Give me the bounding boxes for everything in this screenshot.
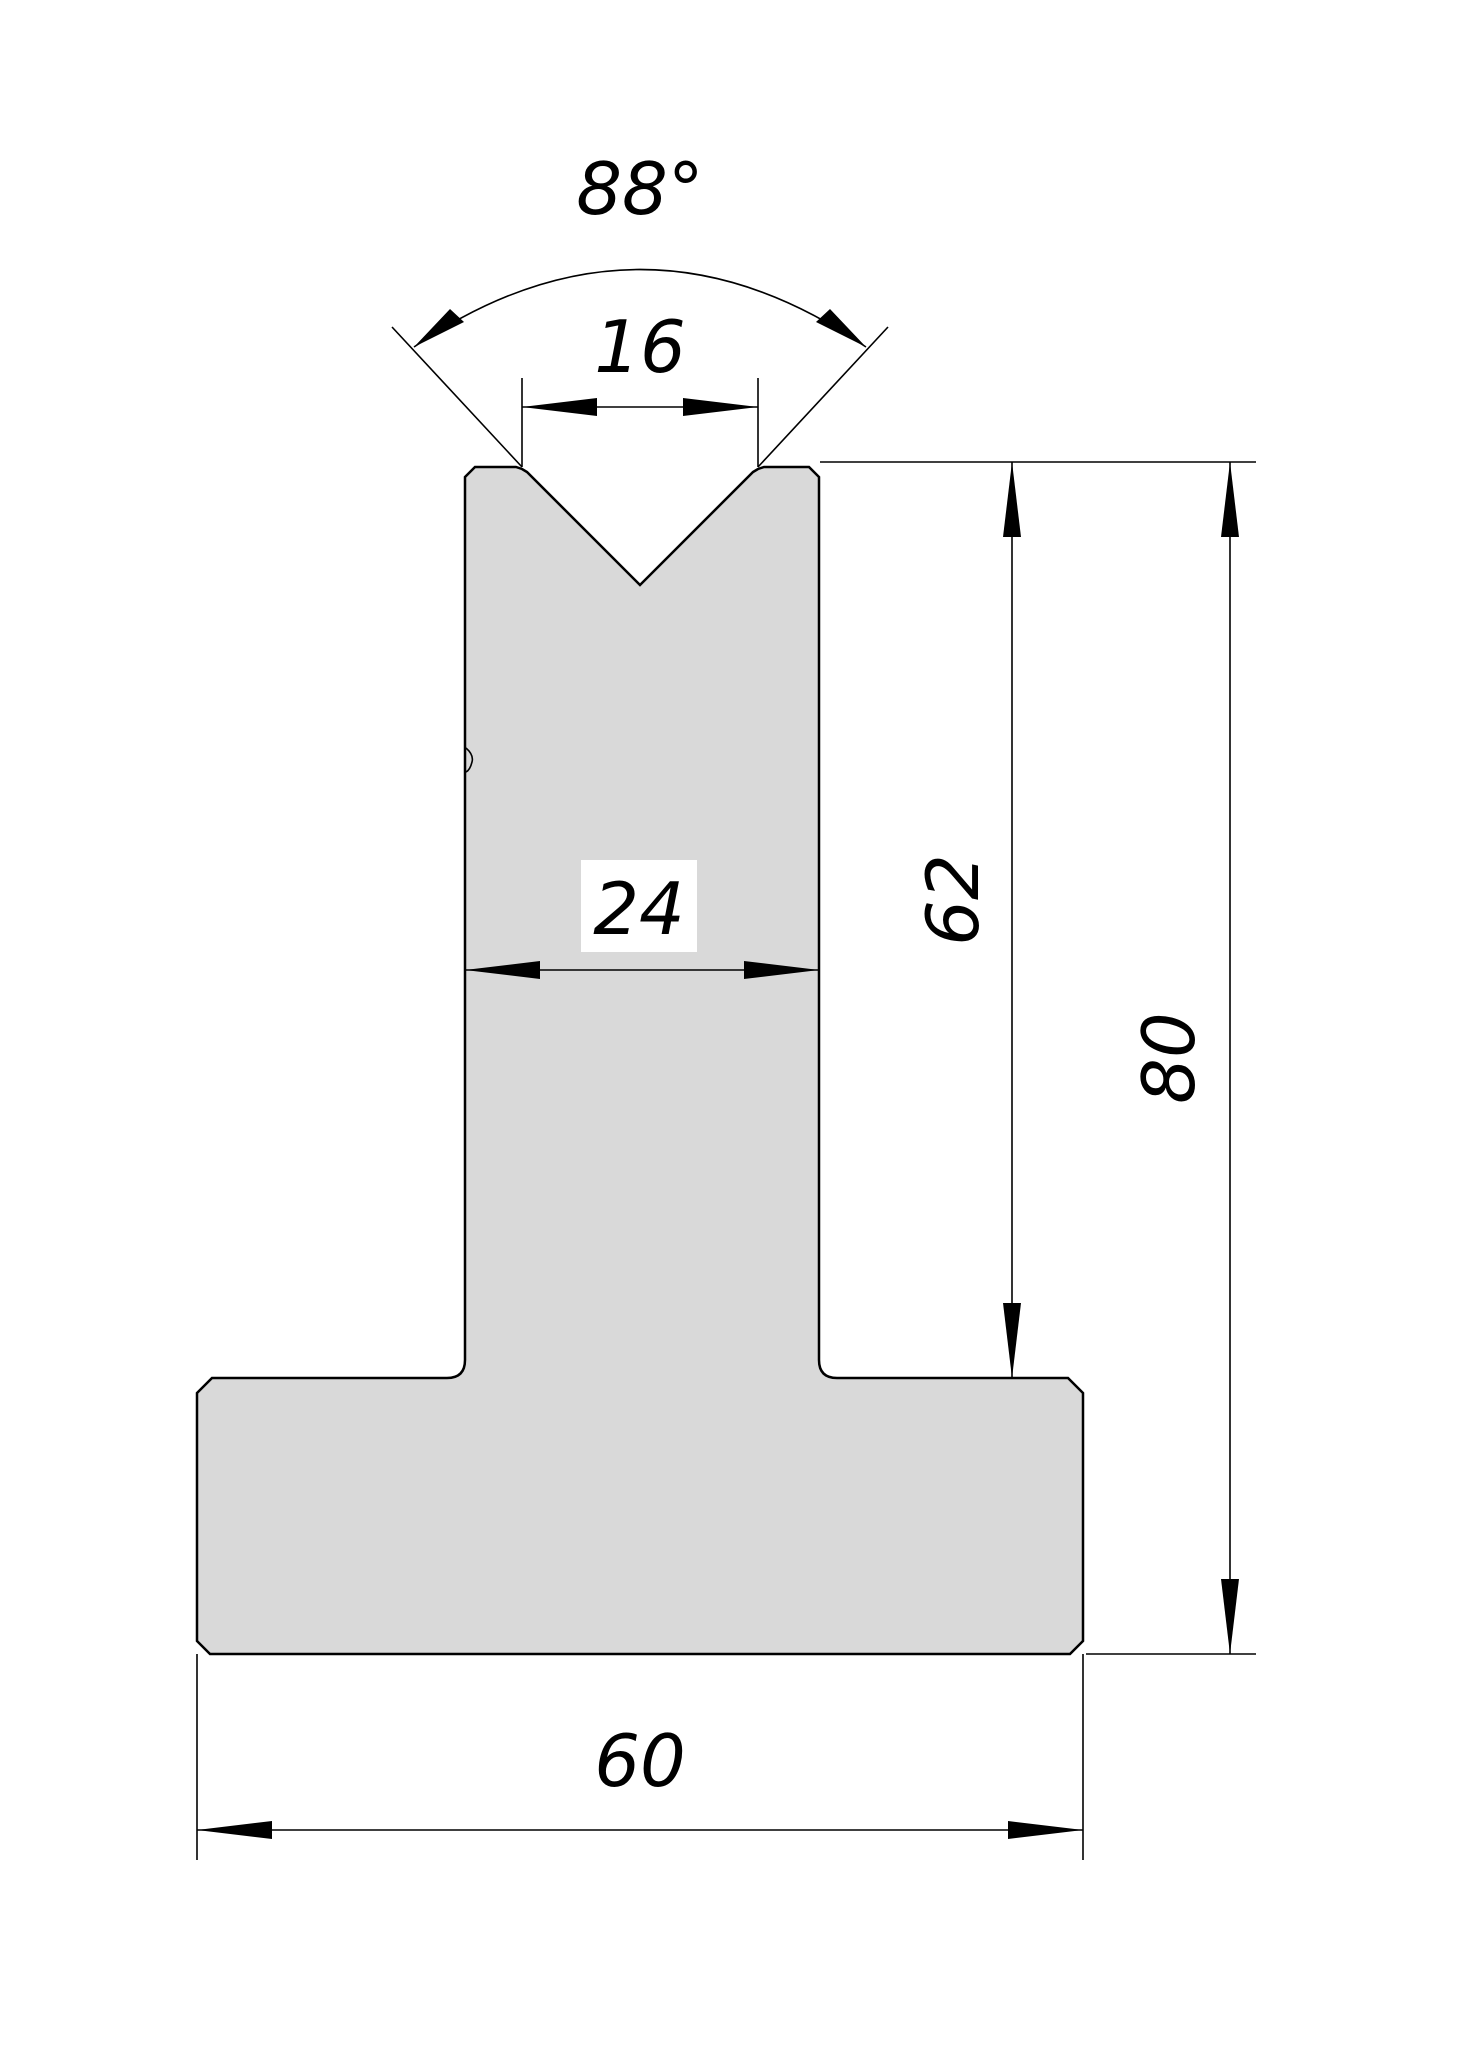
stem-height-dimension: 62 <box>820 461 1021 1378</box>
stem-notch <box>465 747 474 773</box>
v-opening-dimension: 16 <box>521 305 759 467</box>
die-profile-shape <box>195 465 1085 1656</box>
angle-label: 88° <box>576 147 704 231</box>
v-opening-label: 16 <box>594 305 686 389</box>
stem-width-dimension: 24 <box>465 860 819 979</box>
base-width-label: 60 <box>594 1719 686 1803</box>
stem-height-label: 62 <box>911 854 995 946</box>
total-height-dimension: 80 <box>1018 461 1256 1655</box>
stem-width-label: 24 <box>593 867 685 951</box>
base-width-dimension: 60 <box>196 1654 1084 1860</box>
total-height-label: 80 <box>1127 1012 1211 1104</box>
angle-dimension: 88° <box>391 147 889 468</box>
